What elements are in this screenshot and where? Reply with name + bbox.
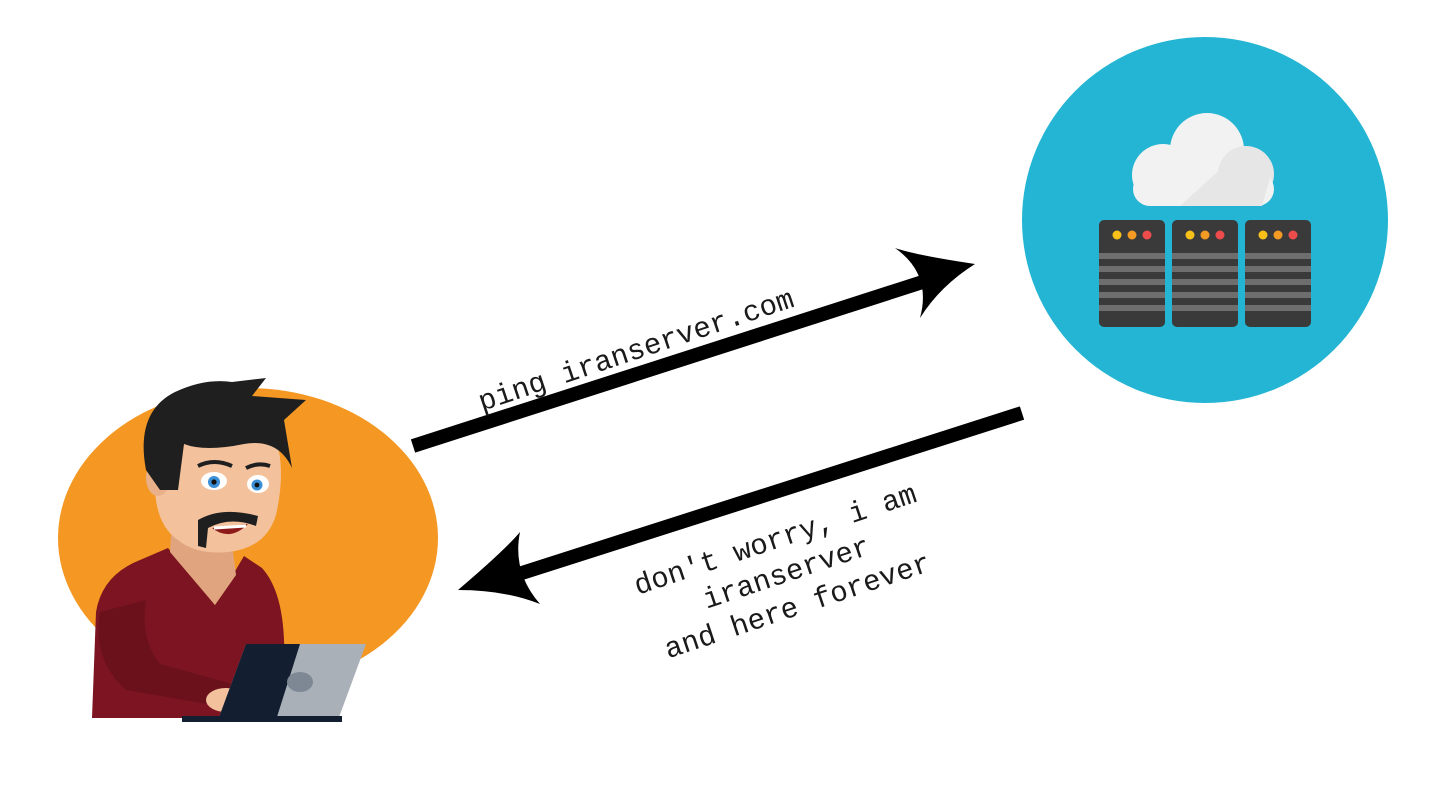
user-with-laptop-icon bbox=[92, 378, 366, 722]
response-label: don't worry, i am iranserver and here fo… bbox=[630, 478, 935, 667]
response-arrow bbox=[458, 406, 1025, 604]
request-arrow bbox=[410, 248, 975, 453]
server-unit bbox=[1172, 220, 1238, 327]
moustache bbox=[198, 511, 258, 548]
laptop-icon bbox=[182, 644, 366, 722]
server-node bbox=[1022, 37, 1388, 403]
server-rack-icon bbox=[1099, 220, 1311, 327]
server-unit bbox=[1099, 220, 1165, 327]
arm bbox=[98, 600, 232, 708]
request-label: ping iranserver.com bbox=[474, 283, 798, 419]
hair bbox=[143, 378, 306, 490]
client-node bbox=[58, 378, 438, 722]
cloud-icon bbox=[1132, 113, 1274, 206]
server-unit bbox=[1245, 220, 1311, 327]
